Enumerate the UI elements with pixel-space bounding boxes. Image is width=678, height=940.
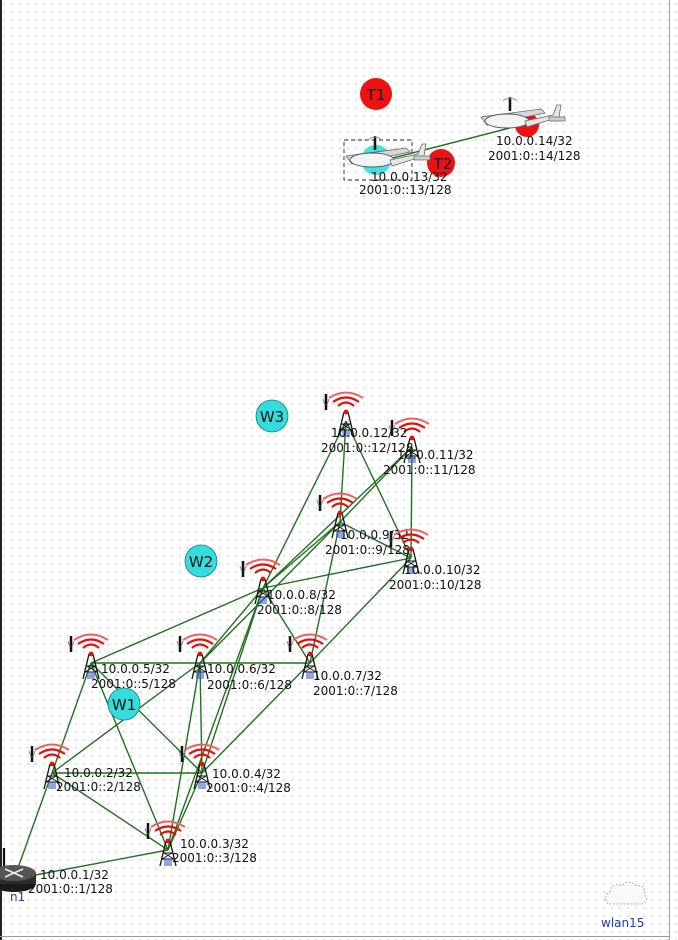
link-n9-n12[interactable] (339, 420, 347, 523)
node-n1-ipv6: 2001:0::1/128 (28, 882, 113, 896)
link-n8-n10[interactable] (262, 557, 412, 589)
node-n3-ipv4: 10.0.0.3/32 (180, 837, 249, 851)
node-n9-ipv6: 2001:0::9/128 (325, 543, 410, 557)
node-n2[interactable]: 10.0.0.2/32 2001:0::2/128 (27, 743, 141, 795)
link-n3-n8[interactable] (167, 587, 264, 851)
node-n11[interactable]: 10.0.0.11/32 2001:0::11/128 (383, 417, 476, 478)
marker-w2-label: W2 (189, 553, 213, 571)
router-icon (0, 848, 36, 892)
node-n2-ipv4: 10.0.0.2/32 (64, 766, 133, 780)
node-n5[interactable]: 10.0.0.5/32 2001:0::5/128 (66, 633, 176, 692)
link-n6-n9[interactable] (199, 521, 341, 664)
link-n2-n5[interactable] (51, 662, 92, 774)
node-n8-ipv6: 2001:0::8/128 (257, 603, 342, 617)
node-n10-ipv6: 2001:0::10/128 (389, 578, 482, 592)
marker-w2[interactable]: W2 (184, 544, 218, 578)
node-n1-name: n1 (10, 890, 25, 904)
link-n3-n6[interactable] (167, 662, 201, 851)
node-n10[interactable]: 10.0.0.10/32 2001:0::10/128 (386, 528, 482, 593)
link-n8-n12[interactable] (262, 420, 347, 589)
node-n6-ipv6: 2001:0::6/128 (207, 678, 292, 692)
node-n1[interactable]: 10.0.0.1/32 2001:0::1/128 n1 (0, 848, 113, 904)
node-n13-ipv4: 10.0.0.13/32 (371, 170, 448, 184)
node-n10-ipv4: 10.0.0.10/32 (404, 563, 481, 577)
node-n5-ipv4: 10.0.0.5/32 (101, 662, 170, 676)
node-n12-ipv4: 10.0.0.12/32 (331, 426, 408, 440)
node-n4[interactable]: 10.0.0.4/32 2001:0::4/128 (177, 743, 291, 796)
uav-icon (479, 95, 567, 130)
node-n6[interactable]: 10.0.0.6/32 2001:0::6/128 (175, 633, 292, 693)
node-n11-ipv4: 10.0.0.11/32 (397, 448, 474, 462)
node-n2-ipv6: 2001:0::2/128 (56, 780, 141, 794)
node-n7[interactable]: 10.0.0.7/32 2001:0::7/128 (285, 633, 398, 699)
node-n9-ipv4: 10.0.0.9/32 (340, 528, 409, 542)
link-n8-n9[interactable] (262, 521, 341, 589)
node-n4-ipv4: 10.0.0.4/32 (212, 767, 281, 781)
node-n3[interactable]: 10.0.0.3/32 2001:0::3/128 (143, 820, 257, 868)
node-n12-ipv6: 2001:0::12/128 (321, 441, 414, 455)
link-n6-n8[interactable] (199, 587, 264, 664)
canvas-border-left (0, 0, 2, 940)
link-n4-n8[interactable] (201, 587, 264, 774)
node-n5-ipv6: 2001:0::5/128 (91, 677, 176, 691)
canvas-border-right (669, 0, 670, 940)
node-n1-ipv4: 10.0.0.1/32 (40, 868, 109, 882)
node-n13-ipv6: 2001:0::13/128 (359, 183, 452, 197)
wlan-node[interactable]: wlan15 (601, 881, 647, 930)
marker-w3-label: W3 (260, 408, 284, 426)
wlan-cloud-icon (605, 881, 647, 905)
node-n14-ipv6: 2001:0::14/128 (488, 149, 581, 163)
link-n1-n3[interactable] (13, 849, 169, 880)
marker-t1[interactable]: T1 (360, 78, 392, 110)
node-n3-ipv6: 2001:0::3/128 (172, 851, 257, 865)
node-n14[interactable]: 10.0.0.14/32 2001:0::14/128 (479, 95, 581, 163)
link-n8-n7[interactable] (262, 587, 311, 664)
marker-w3[interactable]: W3 (255, 399, 289, 433)
node-n14-ipv4: 10.0.0.14/32 (496, 134, 573, 148)
link-n7-n10[interactable] (309, 557, 412, 664)
node-n7-ipv4: 10.0.0.7/32 (313, 669, 382, 683)
link-n13-n14[interactable] (376, 127, 511, 163)
marker-w1-label: W1 (112, 696, 136, 714)
link-n5-n8[interactable] (90, 587, 264, 664)
link-n1-n2[interactable] (13, 772, 53, 880)
link-n5-n3[interactable] (90, 662, 169, 851)
node-n11-ipv6: 2001:0::11/128 (383, 463, 476, 477)
link-n4-n7[interactable] (201, 662, 311, 774)
canvas-border-bottom (0, 936, 670, 937)
node-n6-ipv4: 10.0.0.6/32 (207, 662, 276, 676)
marker-t2-label: T2 (433, 155, 453, 173)
node-n13[interactable]: 10.0.0.13/32 2001:0::13/128 (343, 134, 452, 197)
node-n12[interactable]: 10.0.0.12/32 2001:0::12/128 (321, 391, 414, 456)
wlan-name: wlan15 (601, 916, 644, 930)
marker-t1-label: T1 (366, 86, 386, 104)
node-n8[interactable]: 10.0.0.8/32 2001:0::8/128 (238, 558, 342, 618)
link-n9-n10[interactable] (339, 521, 412, 559)
node-n8-ipv4: 10.0.0.8/32 (267, 588, 336, 602)
link-n3-n4[interactable] (167, 772, 203, 851)
link-n4-n6[interactable] (199, 662, 203, 774)
node-n4-ipv6: 2001:0::4/128 (206, 781, 291, 795)
marker-t2[interactable]: T2 (427, 149, 455, 177)
link-n12-n10[interactable] (345, 420, 412, 559)
node-n7-ipv6: 2001:0::7/128 (313, 684, 398, 698)
marker-w1[interactable]: W1 (107, 687, 141, 721)
